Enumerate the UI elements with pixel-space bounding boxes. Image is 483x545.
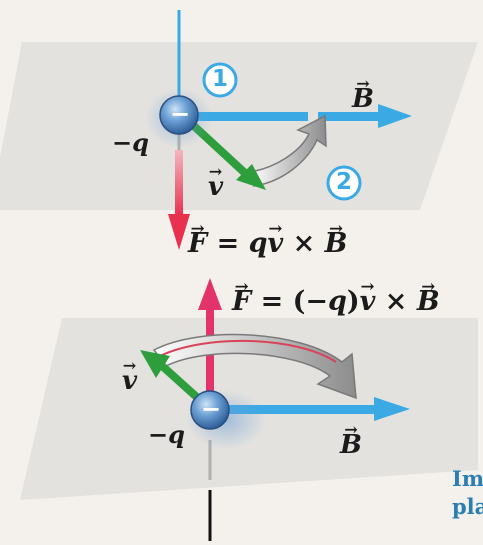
v-symbol-bottom: v	[122, 366, 137, 396]
b-vector-arrow-bottom	[226, 397, 410, 421]
eq-bottom-equals: = (	[251, 286, 306, 317]
v-label-bottom: v	[122, 366, 137, 396]
eq-top-equals: =	[207, 228, 249, 259]
caption-fragment-line2: pla	[452, 494, 483, 519]
v-vector-arrow-bottom	[140, 350, 203, 403]
rotation-arrow-bottom-red-edge	[159, 339, 337, 363]
eq-bottom-force-symbol: F	[232, 286, 251, 317]
force-arrow-bottom	[198, 278, 222, 406]
caption-fragment-line1: Im	[452, 466, 483, 491]
b-label-top: B	[352, 84, 374, 114]
v-symbol-top: v	[208, 172, 223, 202]
eq-bottom-velocity: v	[360, 286, 376, 317]
top-plane	[0, 42, 478, 210]
b-label-bottom: B	[340, 430, 362, 460]
charge-sign-top: −	[170, 100, 191, 128]
eq-top-charge: q	[248, 228, 268, 259]
step-2-circle-icon	[326, 165, 362, 201]
step-2-label: 2	[336, 169, 353, 195]
b-symbol-top: B	[352, 84, 374, 114]
v-label-top: v	[208, 172, 223, 202]
force-arrow-top	[168, 150, 190, 250]
eq-bottom-field: B	[417, 286, 440, 317]
charge-top	[159, 95, 199, 135]
charge-label-top: −q	[112, 128, 149, 157]
eq-bottom-close-paren: )	[346, 286, 360, 317]
rotation-arrow-bottom	[152, 333, 357, 400]
force-equation-top: F = qv × B	[188, 228, 347, 259]
charge-label-bottom: −q	[148, 420, 185, 449]
rotation-arrow-top	[249, 114, 327, 187]
eq-top-force-symbol: F	[188, 228, 207, 259]
force-equation-bottom: F = (−q)v × B	[232, 286, 440, 317]
charge-sign-bottom: −	[201, 395, 222, 423]
step-1-label: 1	[212, 66, 229, 92]
b-vector-arrow-top	[196, 104, 412, 128]
eq-bottom-cross: ×	[375, 286, 417, 317]
eq-bottom-charge: −q	[305, 286, 347, 317]
eq-top-velocity: v	[268, 228, 284, 259]
eq-top-field: B	[325, 228, 348, 259]
eq-top-cross: ×	[283, 228, 325, 259]
b-symbol-bottom: B	[340, 430, 362, 460]
step-1-circle-icon	[202, 62, 238, 98]
charge-bottom	[190, 390, 230, 430]
